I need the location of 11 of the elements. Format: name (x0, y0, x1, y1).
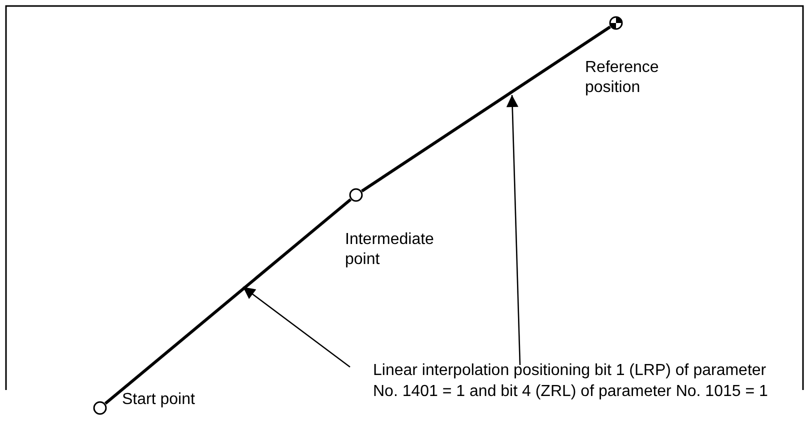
point-label: Reference position (585, 58, 660, 98)
point-circle (349, 188, 363, 202)
leader-arrow (506, 94, 521, 366)
condition-note: Linear interpolation positioning bit 1 (LRP) of parameter No. 1401 = 1 and bit 4 (ZRL) of parameter No. 1015 = 1 (373, 360, 773, 402)
path-line (104, 198, 352, 405)
point-label: Intermediate point (345, 230, 435, 270)
reference-point-symbol (609, 16, 623, 30)
point-label: Start point (122, 390, 196, 410)
path-line (361, 26, 611, 192)
leader-arrow (242, 286, 350, 368)
point-circle (93, 401, 107, 415)
